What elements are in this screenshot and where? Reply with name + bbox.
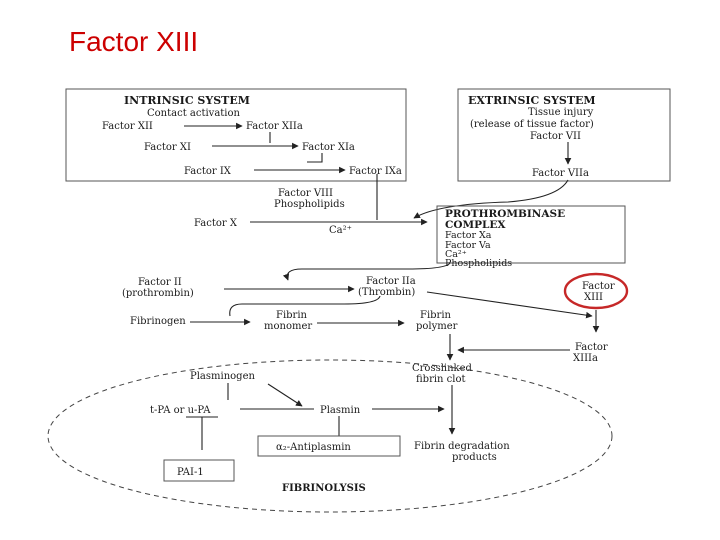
extrinsic-title: EXTRINSIC SYSTEM bbox=[468, 94, 596, 107]
fibrinogen: Fibrinogen bbox=[130, 316, 186, 327]
factor-vii: Factor VII bbox=[530, 131, 581, 142]
fibrin-monomer-2: monomer bbox=[264, 321, 312, 332]
pai1-box bbox=[163, 459, 235, 482]
slide-title: Factor XIII bbox=[69, 26, 199, 57]
calcium-label: Ca²⁺ bbox=[329, 225, 352, 236]
arrow-plasminogen-to-plasmin bbox=[267, 383, 303, 407]
extrinsic-system-box bbox=[457, 88, 671, 182]
crosslinked-1: Crosslinked bbox=[412, 363, 473, 374]
extrinsic-subtitle-1: Tissue injury bbox=[528, 107, 594, 118]
factor-xia: Factor XIa bbox=[302, 142, 355, 153]
factor-iia: Factor IIa bbox=[366, 276, 416, 287]
factor-viia: Factor VIIa bbox=[532, 168, 589, 179]
factor-ixa: Factor IXa bbox=[349, 166, 402, 177]
line-xia-down bbox=[307, 153, 323, 163]
phospholipids-label: Phospholipids bbox=[274, 199, 345, 210]
complex-item-phospholipids: Phospholipids bbox=[445, 258, 512, 269]
plasminogen: Plasminogen bbox=[190, 371, 255, 382]
factor-viii: Factor VIII bbox=[278, 188, 333, 199]
arrow-complex-to-thrombin bbox=[282, 262, 451, 281]
factor-xi: Factor XI bbox=[144, 142, 191, 153]
fdp-line2: products bbox=[452, 452, 497, 463]
fibrin-monomer-1: Fibrin bbox=[276, 310, 308, 321]
factor-xiii-line2: XIII bbox=[584, 292, 603, 303]
factor-ii: Factor II bbox=[138, 277, 182, 288]
complex-item-xa: Factor Xa bbox=[445, 230, 492, 241]
prothrombinase-title: PROTHROMBINASE bbox=[445, 208, 565, 220]
factor-ix: Factor IX bbox=[184, 166, 232, 177]
intrinsic-subtitle: Contact activation bbox=[147, 108, 241, 119]
coagulation-diagram: INTRINSIC SYSTEM Contact activation Fact… bbox=[32, 70, 680, 522]
fibrin-polymer-1: Fibrin bbox=[420, 310, 452, 321]
extrinsic-subtitle-2: (release of tissue factor) bbox=[470, 119, 594, 130]
fdp-line1: Fibrin degradation bbox=[414, 441, 510, 452]
complex-item-va: Factor Va bbox=[445, 240, 491, 251]
intrinsic-title: INTRINSIC SYSTEM bbox=[124, 94, 250, 107]
factor-x: Factor X bbox=[194, 218, 238, 229]
arrow-thrombin-to-xiii bbox=[426, 291, 593, 319]
complex-item-ca: Ca²⁺ bbox=[445, 249, 467, 260]
intrinsic-system-box bbox=[65, 88, 407, 182]
factor-xiia: Factor XIIa bbox=[246, 121, 303, 132]
plasmin: Plasmin bbox=[320, 405, 361, 416]
fibrinolysis-region bbox=[47, 359, 613, 513]
alpha2-antiplasmin: α₂-Antiplasmin bbox=[276, 442, 351, 453]
factor-xii: Factor XII bbox=[102, 121, 153, 132]
prothrombin-label: (prothrombin) bbox=[122, 288, 194, 299]
crosslinked-2: fibrin clot bbox=[416, 374, 466, 385]
coagulation-cascade-svg: INTRINSIC SYSTEM Contact activation Fact… bbox=[47, 88, 671, 513]
line-thrombin-to-fibrinogen bbox=[229, 295, 381, 317]
complex-title: COMPLEX bbox=[445, 219, 506, 231]
factor-xiiia-line1: Factor bbox=[575, 342, 608, 353]
factor-xiii-line1: Factor bbox=[582, 281, 615, 292]
tpa-upa: t-PA or u-PA bbox=[150, 405, 211, 416]
arrow-viia-to-complex bbox=[413, 179, 569, 219]
factor-xiiia-line2: XIIIa bbox=[573, 353, 598, 364]
pai-1: PAI-1 bbox=[177, 467, 204, 478]
antiplasmin-box bbox=[257, 435, 401, 457]
thrombin-label: (Thrombin) bbox=[358, 287, 415, 298]
fibrin-polymer-2: polymer bbox=[416, 321, 458, 332]
fibrinolysis-label: FIBRINOLYSIS bbox=[282, 483, 366, 494]
factor-xiii-highlight-circle bbox=[563, 272, 629, 310]
prothrombinase-complex-box bbox=[436, 205, 626, 264]
